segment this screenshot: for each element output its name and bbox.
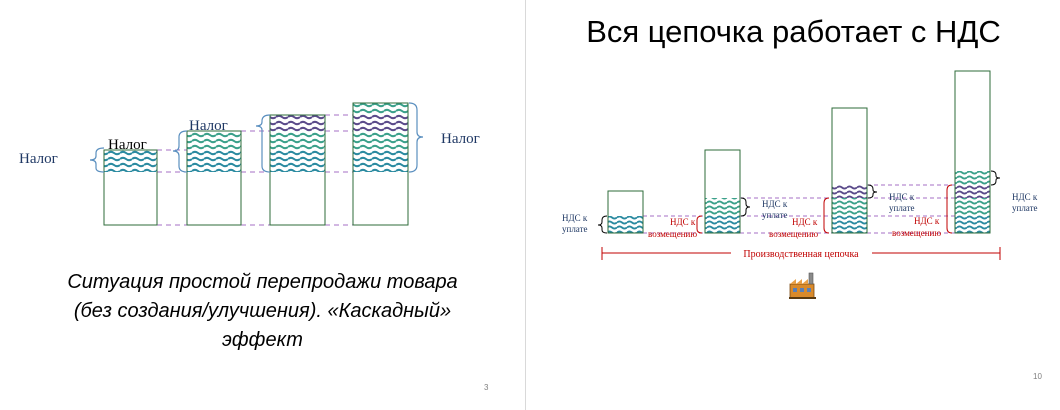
caption-line-3: эффект bbox=[222, 329, 303, 351]
vat-payable-label-4-line-1: НДС к bbox=[1012, 192, 1038, 202]
factory-icon bbox=[789, 272, 816, 299]
brace-payable-1 bbox=[597, 215, 608, 234]
cascade-diagram: Налог Налог Налог Налог bbox=[19, 102, 480, 226]
slide-title: Вся цепочка работает с НДС bbox=[586, 14, 1001, 49]
vat-refund-label-2-line-1: НДС к bbox=[792, 217, 818, 227]
vat-payable-label-1-line-1: НДС к bbox=[562, 213, 588, 223]
vat-chain-diagram: НДС к уплате НДС к возмещению НДС к упла… bbox=[562, 70, 1038, 299]
brace-payable-3 bbox=[867, 184, 878, 199]
cascade-block-4 bbox=[352, 102, 409, 226]
chain-bar-3 bbox=[831, 107, 868, 234]
caption-line-1: Ситуация простой перепродажи товара bbox=[67, 271, 458, 293]
dashed-connectors bbox=[157, 114, 353, 226]
vat-refund-label-1-line-2: возмещению bbox=[648, 229, 697, 239]
vat-refund-label-2-line-2: возмещению bbox=[769, 229, 818, 239]
vat-payable-label-2-line-2: уплате bbox=[762, 210, 788, 220]
brace-payable-4 bbox=[990, 170, 1001, 186]
tax-label-right: Налог bbox=[441, 131, 480, 147]
chain-bar-4 bbox=[954, 70, 991, 234]
tax-label-block-2: Налог bbox=[189, 118, 228, 134]
vat-payable-label-4-line-2: уплате bbox=[1012, 203, 1038, 213]
cascade-block-3 bbox=[269, 114, 326, 226]
slide-10[interactable]: Вся цепочка работает с НДС bbox=[527, 0, 1060, 410]
chain-bar-2 bbox=[704, 149, 741, 234]
slide-caption: Ситуация простой перепродажи товара (без… bbox=[0, 268, 525, 355]
dashed-connectors-right bbox=[643, 184, 955, 234]
vat-payable-label-3-line-2: уплате bbox=[889, 203, 915, 213]
vat-refund-label-3-line-1: НДС к bbox=[914, 216, 940, 226]
tax-label-block-1: Налог bbox=[108, 137, 147, 153]
page-number: 3 bbox=[484, 383, 489, 392]
vat-refund-label-3-line-2: возмещению bbox=[892, 228, 941, 238]
vat-refund-label-1-line-1: НДС к bbox=[670, 217, 696, 227]
brace-refund-3 bbox=[946, 184, 953, 234]
vat-payable-label-1-line-2: уплате bbox=[562, 224, 588, 234]
production-chain-label: Производственная цепочка bbox=[743, 249, 859, 260]
caption-line-2: (без создания/улучшения). «Каскадный» bbox=[73, 300, 452, 322]
production-chain-bracket: Производственная цепочка bbox=[601, 247, 1001, 260]
cascade-block-2 bbox=[186, 130, 242, 226]
brace-payable-2 bbox=[740, 197, 751, 217]
page-number: 10 bbox=[1033, 372, 1042, 381]
vat-payable-label-3-line-1: НДС к bbox=[889, 192, 915, 202]
brace-refund-1 bbox=[696, 215, 703, 234]
vat-payable-label-2-line-1: НДС к bbox=[762, 199, 788, 209]
brace-refund-2 bbox=[823, 197, 830, 234]
chain-bar-1 bbox=[607, 190, 644, 234]
braces bbox=[89, 102, 424, 173]
slide-3[interactable]: Налог Налог Налог Налог Ситуация простой… bbox=[0, 0, 525, 410]
slide-divider bbox=[524, 0, 526, 410]
cascade-block-1 bbox=[103, 149, 158, 226]
tax-label-far-left: Налог bbox=[19, 151, 58, 167]
